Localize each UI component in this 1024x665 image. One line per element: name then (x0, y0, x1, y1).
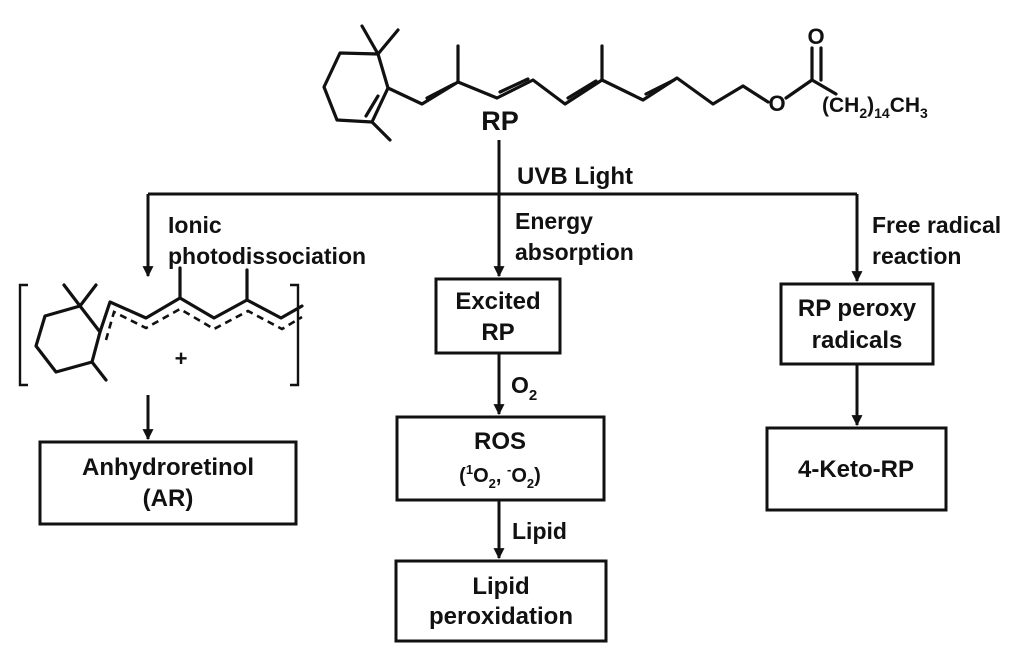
cation-charge: + (175, 346, 188, 371)
trigger-label: UVB Light (517, 163, 633, 190)
excited-rp-box: Excited RP (434, 277, 562, 355)
ar-line2: (AR) (143, 485, 194, 512)
retinyl-palmitate-structure: O O (CH2)14CH3 (322, 24, 928, 142)
ros-formula: (1O2, -O2) (459, 462, 541, 491)
excited-line1: Excited (455, 288, 540, 315)
left-bracket (18, 283, 28, 387)
radical-label-line1: Free radical (872, 212, 1001, 238)
oxygen-label: O2 (511, 372, 537, 404)
keto-rp-box: 4-Keto-RP (765, 426, 948, 512)
right-bracket (290, 283, 300, 387)
keto-rp-label: 4-Keto-RP (798, 456, 914, 483)
anhydroretinol-box: Anhydroretinol (AR) (38, 440, 298, 526)
energy-label-line2: absorption (515, 239, 634, 265)
radical-label-line2: reaction (872, 243, 961, 269)
lipid-label: Lipid (512, 518, 567, 544)
excited-line2: RP (481, 319, 514, 346)
peroxidation-line1: Lipid (472, 573, 529, 600)
carbonyl-oxygen: O (807, 24, 824, 49)
ros-box: ROS (1O2, -O2) (395, 415, 606, 502)
peroxy-radicals-box: RP peroxy radicals (779, 282, 935, 366)
ar-line1: Anhydroretinol (82, 454, 254, 481)
peroxidation-line2: peroxidation (429, 603, 573, 630)
lipid-peroxidation-box: Lipid peroxidation (394, 559, 608, 643)
reactant-label: RP (481, 106, 519, 136)
peroxy-line2: radicals (812, 327, 903, 354)
ester-oxygen: O (768, 91, 785, 116)
anhydroretinol-cation-structure: + (18, 266, 304, 387)
ros-title: ROS (474, 428, 526, 455)
ionic-label-line1: Ionic (168, 212, 222, 238)
energy-label-line1: Energy (515, 208, 593, 234)
palmitoyl-chain-label: (CH2)14CH3 (822, 94, 928, 121)
ionic-label-line2: photodissociation (168, 243, 366, 269)
peroxy-line1: RP peroxy (798, 295, 917, 322)
